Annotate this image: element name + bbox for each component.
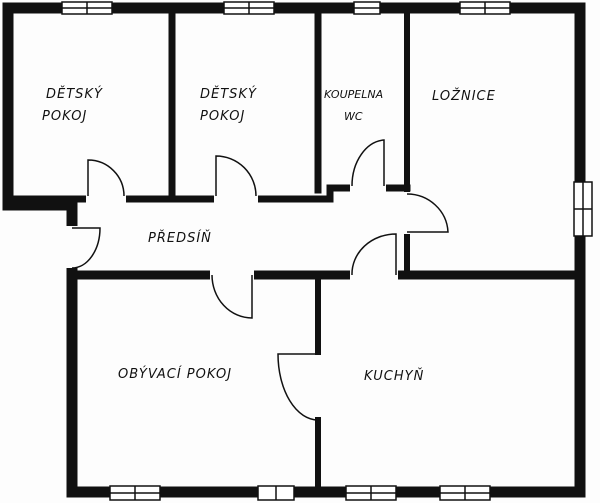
wall-rooms-hall: [4, 184, 411, 203]
door-kitchen: [277, 353, 319, 421]
door-hall-entry: [71, 227, 101, 269]
door-bedroom: [406, 193, 449, 233]
room-name: WC: [344, 110, 363, 123]
room-name: KOUPELNA: [324, 88, 384, 101]
door-kids1: [87, 159, 125, 197]
door-living: [211, 274, 253, 319]
room-name: POKOJ: [200, 109, 246, 124]
room-label-kitchen: KUCHYŇ: [364, 369, 425, 384]
room-name: DĚTSKÝ: [46, 87, 103, 102]
door-bath: [351, 139, 385, 187]
door-gaps: [66, 180, 414, 282]
room-name: DĚTSKÝ: [200, 87, 257, 102]
room-label-kids-room-1: DĚTSKÝ POKOJ: [42, 84, 103, 128]
doors: [71, 139, 449, 421]
room-label-kids-room-2: DĚTSKÝ POKOJ: [200, 84, 257, 128]
door-hall-right: [351, 233, 397, 276]
windows: [61, 1, 593, 501]
room-label-bedroom: LOŽNICE: [432, 89, 496, 104]
room-name: POKOJ: [42, 109, 88, 124]
room-label-living-room: OBÝVACÍ POKOJ: [118, 367, 233, 382]
door-kids2: [215, 155, 257, 197]
room-label-hallway: PŘEDSÍŇ: [148, 231, 212, 246]
walls: [2, 2, 586, 498]
room-label-bathroom: KOUPELNA WC: [324, 84, 383, 128]
outer-wall: [2, 2, 586, 498]
